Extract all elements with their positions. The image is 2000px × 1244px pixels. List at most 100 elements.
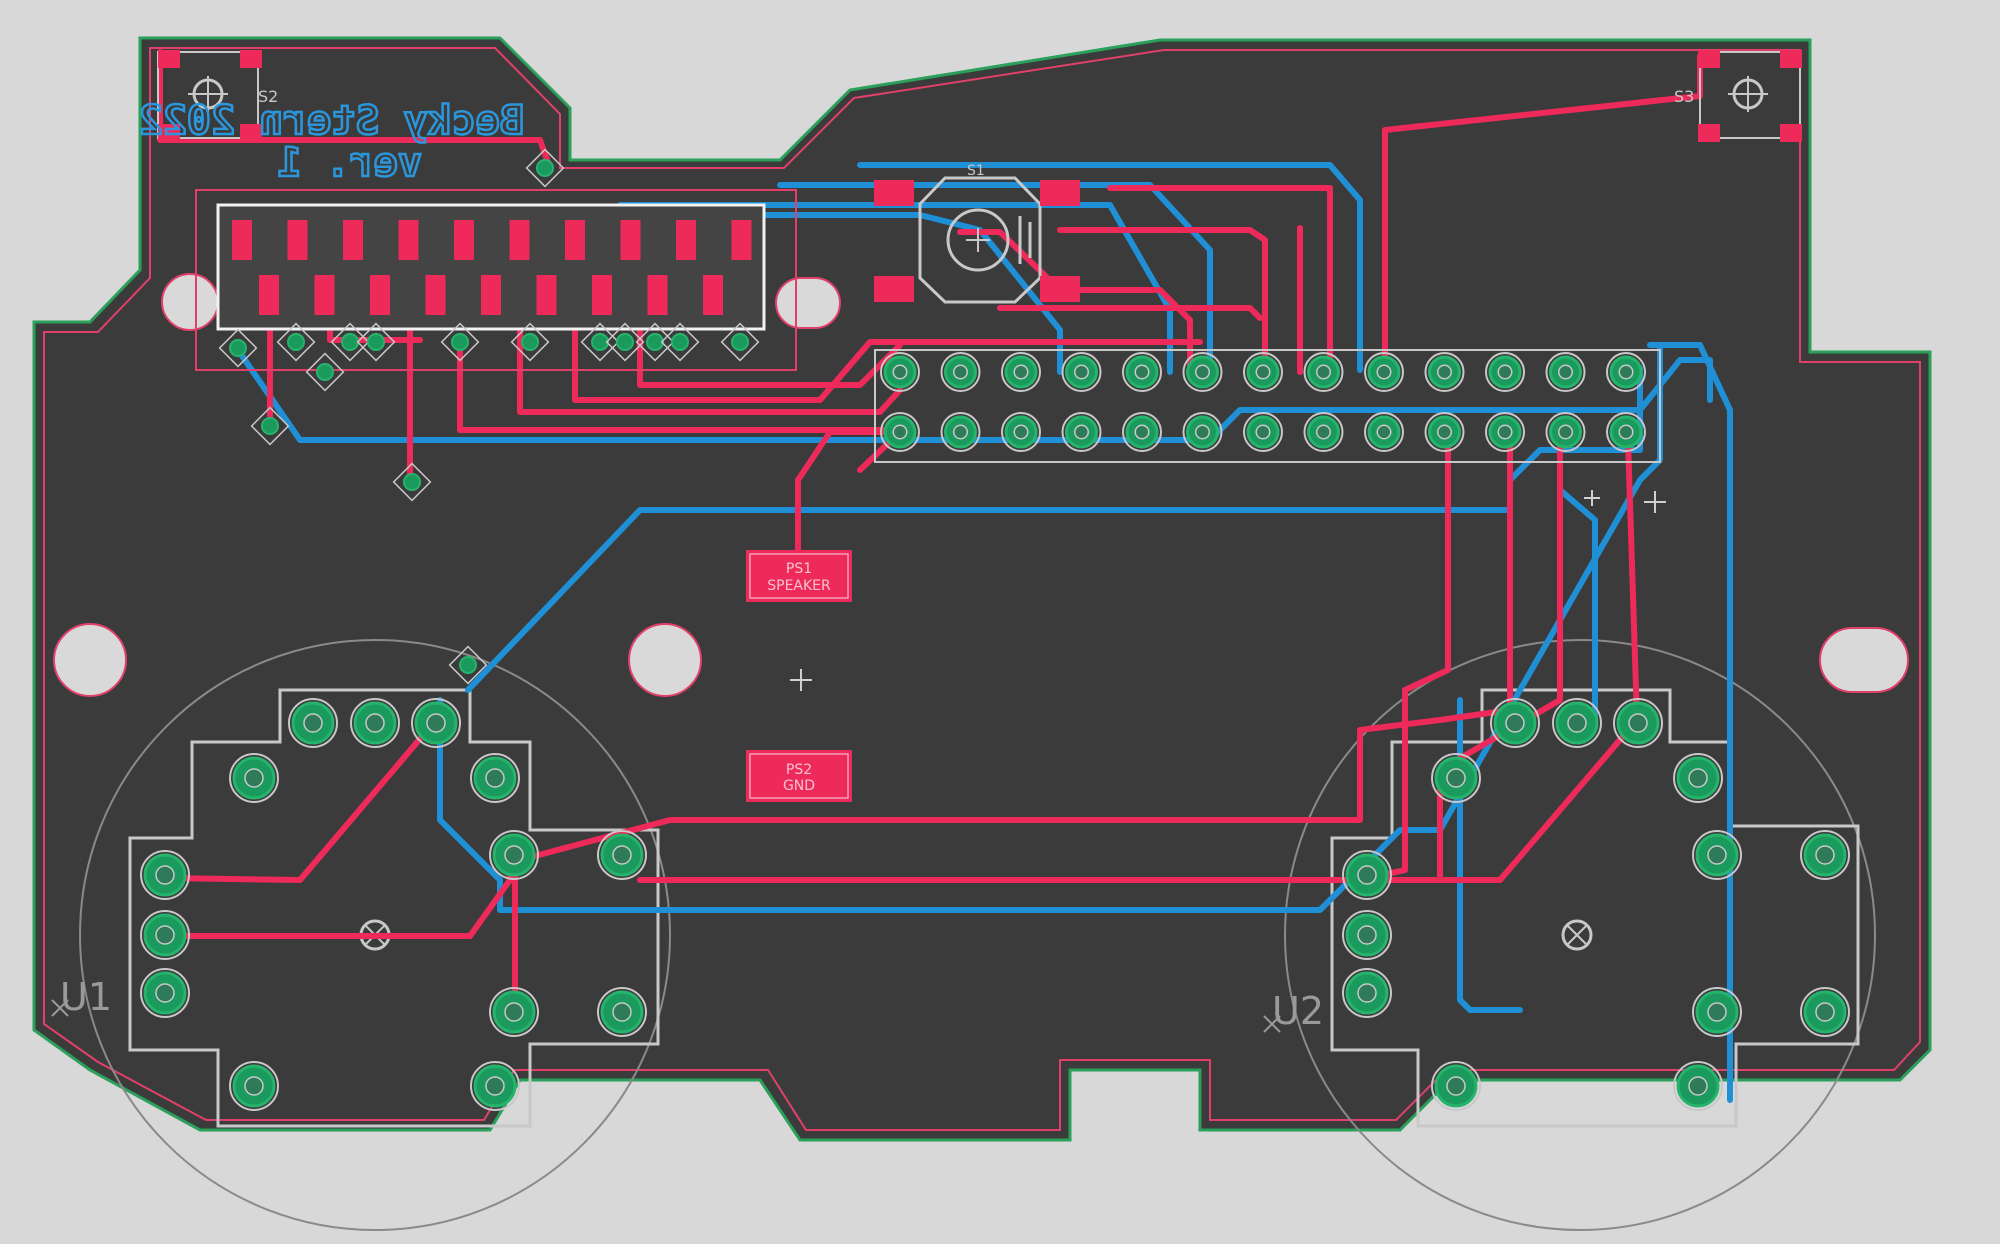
mount-slot-right: [1819, 627, 1909, 693]
fpc-pad-lower-1: [259, 275, 279, 315]
fpc-pad-upper-4: [398, 220, 419, 260]
header-pad-top-1-outline: [880, 352, 920, 392]
u2-pad-6: [1342, 850, 1392, 900]
fpc-pad-upper-10: [731, 220, 752, 260]
header-pad-top-3-drill: [1013, 364, 1029, 380]
u1-pad-6: [140, 850, 190, 900]
s2-hole-icon: [188, 76, 228, 112]
credit-line2: ver. 1: [278, 140, 423, 186]
joystick-u1-body: [128, 688, 660, 1128]
fpc-pad-upper-2: [287, 220, 308, 260]
u2-pad-14-outline: [1673, 1061, 1723, 1111]
header-pad-top-12: [1545, 352, 1586, 392]
via-1: [536, 159, 554, 177]
u1-pad-13-outline: [229, 1061, 279, 1111]
ps2-value: GND: [783, 778, 815, 794]
u1-pad-2: [350, 698, 400, 748]
header-pad-bottom-3-outline: [1001, 412, 1041, 452]
u2-pad-11-outline: [1692, 987, 1742, 1037]
credit-line1: Becky Stern 2022: [139, 98, 524, 144]
via-15: [403, 473, 421, 491]
s1-label: S1: [967, 163, 985, 179]
u1-origin-cross-icon: [51, 999, 69, 1017]
header-pad-bottom-5: [1122, 412, 1162, 452]
header-pad-bottom-9-drill: [1376, 424, 1392, 440]
board-outline-pink: [43, 47, 1921, 1131]
header-pad-bottom-7-outline: [1243, 412, 1283, 452]
u2-pad-14-drill: [1688, 1076, 1708, 1096]
u2-pad-3-drill: [1628, 713, 1648, 733]
header-pad-top-9-drill: [1376, 364, 1392, 380]
u2-pad-2-drill: [1567, 713, 1587, 733]
u2-pad-1-drill: [1505, 713, 1525, 733]
via-6: [367, 333, 385, 351]
header-pad-bottom-8: [1303, 412, 1344, 452]
via-outline-13: [720, 322, 760, 362]
pad-ps1: PS1 SPEAKER: [746, 550, 852, 602]
header-pad-top-10-drill: [1437, 364, 1452, 380]
header-pad-top-5-drill: [1134, 364, 1150, 380]
u1-label: U1: [60, 975, 112, 1019]
via-11: [646, 333, 664, 351]
fpc-pad-lower-7: [592, 275, 612, 315]
header-pad-top-2: [940, 352, 981, 392]
via-outline-11: [635, 322, 675, 362]
fpc-pad-lower-6: [536, 275, 557, 315]
joystick-pads: [140, 698, 1850, 1111]
via-outline-1: [525, 148, 565, 188]
ps1-name: PS1: [786, 561, 812, 577]
u2-pad-1: [1490, 698, 1540, 748]
s1-origin-crosshair-icon: [966, 228, 990, 252]
header-pad-bottom-3-drill: [1013, 424, 1029, 440]
header-pad-bottom-6-outline: [1182, 412, 1223, 452]
header-pad-bottom-2: [940, 412, 981, 452]
header-pad-top-13-drill: [1618, 364, 1634, 380]
u1-pad-10-drill: [612, 845, 632, 865]
header-pad-top-8: [1303, 352, 1344, 392]
via-5: [341, 333, 359, 351]
via-outline-5: [330, 322, 370, 362]
u2-pad-7-outline: [1342, 910, 1392, 960]
u2-label: U2: [1272, 989, 1324, 1033]
fpc-pad-lower-2: [314, 275, 335, 315]
header-pad-top-3: [1001, 352, 1041, 392]
u1-pad-13-drill: [244, 1076, 264, 1096]
header-pad-top-4: [1061, 352, 1102, 392]
u2-pad-14: [1673, 1061, 1723, 1111]
header-pad-bottom-13-drill: [1618, 424, 1634, 440]
u1-pad-1: [288, 698, 338, 748]
joystick-u2-ring: [1284, 639, 1876, 1231]
u2-pad-7-drill: [1357, 925, 1377, 945]
u1-pad-2-drill: [365, 713, 385, 733]
s3-hole-icon: [1728, 76, 1768, 112]
u1-pad-3: [411, 698, 461, 748]
u2-pad-12: [1800, 987, 1850, 1037]
u1-pad-12-drill: [612, 1002, 632, 1022]
u2-pad-2-outline: [1552, 698, 1602, 748]
header-pad-top-2-outline: [940, 352, 981, 392]
u2-pad-13-drill: [1446, 1076, 1466, 1096]
u2-pad-7: [1342, 910, 1392, 960]
u1-pad-9: [489, 830, 539, 880]
u1-pad-4: [229, 753, 279, 803]
via-outline-12: [660, 322, 700, 362]
header-pad-bottom-12: [1545, 412, 1586, 452]
header-pad-bottom-4-outline: [1061, 412, 1102, 452]
u2-pad-8: [1342, 968, 1392, 1018]
fpc-pad-upper-7: [565, 220, 585, 260]
joystick-u2-body: [1330, 688, 1860, 1128]
header-pad-top-10-outline: [1424, 352, 1465, 392]
via-2: [229, 339, 247, 357]
via-outline-14: [250, 406, 290, 446]
u2-pad-8-outline: [1342, 968, 1392, 1018]
header-pad-bottom-13: [1606, 412, 1646, 452]
u2-pad-8-drill: [1357, 983, 1377, 1003]
header-pad-top-7-drill: [1255, 364, 1271, 380]
fpc-hatch-area: [195, 189, 797, 371]
header-pad-top-8-outline: [1303, 352, 1344, 392]
header-pad-top-11: [1485, 352, 1525, 392]
header-pad-bottom-12-drill: [1558, 424, 1573, 440]
header-pad-bottom-8-drill: [1316, 424, 1331, 440]
u1-pad-6-outline: [140, 850, 190, 900]
